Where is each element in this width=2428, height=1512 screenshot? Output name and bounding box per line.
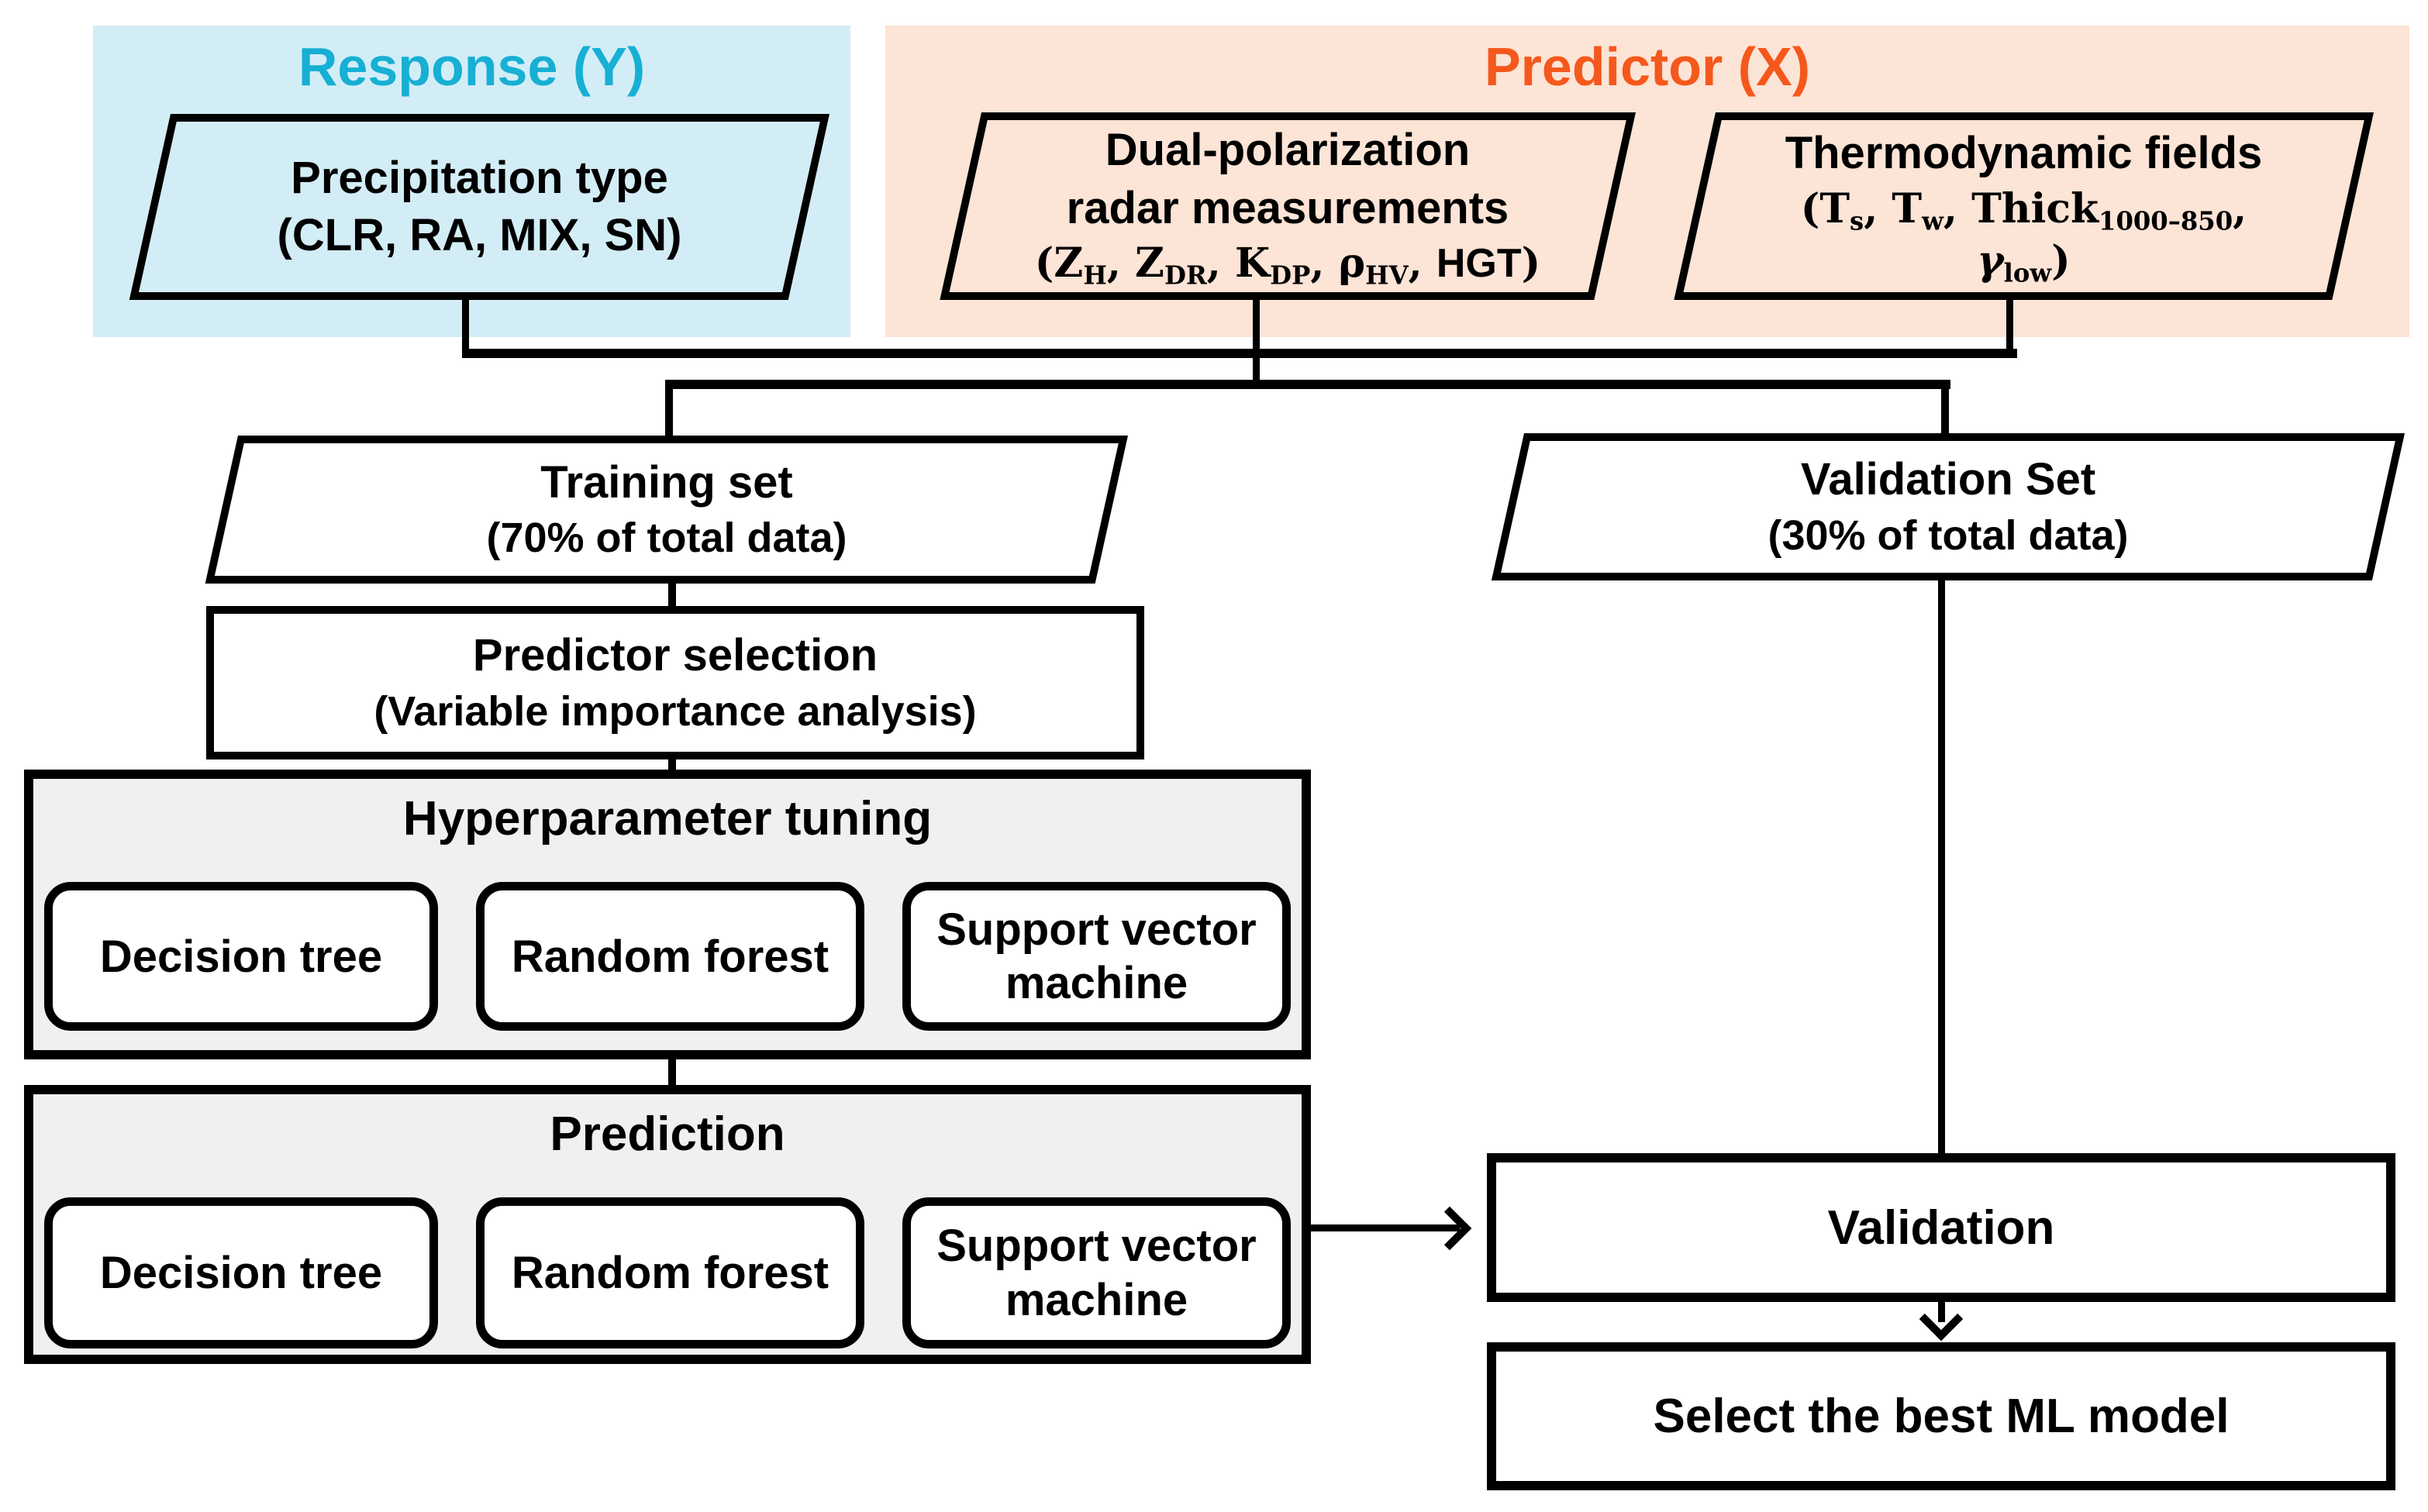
connector-bus-to-validation-set [1941, 387, 1949, 435]
predictor-selection-node: Predictor selection (Variable importance… [206, 606, 1144, 759]
thermo-variables-formula-line2: γlow) [1977, 237, 2071, 288]
hyperparameter-model-cards: Decision tree Random forest Support vect… [33, 882, 1302, 1032]
prediction-group: Prediction Decision tree Random forest S… [24, 1085, 1311, 1364]
connector-training-to-predictor-selection [668, 581, 676, 609]
hyperparameter-tuning-group: Hyperparameter tuning Decision tree Rand… [24, 770, 1311, 1059]
connector-bus-top [462, 349, 2017, 358]
model-card-support-vector-machine: Support vector machine [902, 882, 1291, 1032]
prediction-title: Prediction [550, 1107, 785, 1161]
model-card-decision-tree: Decision tree [44, 882, 438, 1032]
model-card-label: Random forest [511, 1248, 829, 1298]
model-card-random-forest: Random forest [476, 1197, 864, 1349]
precipitation-type-line1: Precipitation type [291, 152, 668, 203]
radar-line2: radar measurements [1066, 182, 1509, 233]
arrow-prediction-to-validation-shaft [1309, 1224, 1460, 1231]
connector-radar-drop [1253, 300, 1260, 387]
model-card-label: Decision tree [99, 1248, 383, 1298]
validation-set-line2: (30% of total data) [1768, 511, 2129, 559]
radar-variables-formula: (ZH, ZDR, KDP, ρHV, HGT) [1034, 239, 1541, 291]
radar-line1: Dual-polarization [1105, 125, 1471, 176]
validation-label: Validation [1827, 1200, 2055, 1255]
response-panel-title: Response (Y) [298, 36, 646, 97]
model-card-decision-tree: Decision tree [44, 1197, 438, 1349]
predictor-panel-background [885, 26, 2409, 337]
model-card-random-forest: Random forest [476, 882, 864, 1032]
response-panel-background [93, 26, 850, 337]
arrow-validation-to-select-shaft [1938, 1300, 1945, 1322]
connector-predictor-selection-to-hyperparameter [668, 758, 676, 772]
precipitation-type-node: Precipitation type (CLR, RA, MIX, SN) [129, 114, 829, 300]
model-card-label: Random forest [511, 931, 829, 982]
connector-precipitation-drop [462, 300, 469, 355]
predictor-selection-line1: Predictor selection [472, 630, 878, 681]
hyperparameter-tuning-title: Hyperparameter tuning [402, 792, 933, 846]
select-best-model-label: Select the best ML model [1653, 1390, 2230, 1443]
connector-validation-set-to-validation [1938, 578, 1945, 1156]
thermo-line1: Thermodynamic fields [1785, 128, 2263, 179]
validation-set-node: Validation Set (30% of total data) [1492, 433, 2405, 580]
radar-measurements-node: Dual-polarization radar measurements (ZH… [940, 112, 1636, 300]
precipitation-type-line2: (CLR, RA, MIX, SN) [277, 210, 682, 260]
training-set-line2: (70% of total data) [486, 515, 847, 562]
validation-set-line1: Validation Set [1800, 454, 2096, 505]
validation-node: Validation [1487, 1153, 2395, 1302]
connector-hyperparameter-to-prediction [668, 1058, 676, 1087]
connector-bus-to-training [665, 387, 673, 437]
connector-bus-bottom [665, 380, 1950, 389]
arrow-right-icon [1427, 1206, 1472, 1251]
thermo-variables-formula-line1: (Ts, Tw, Thick1000–850, [1800, 184, 2247, 236]
model-card-label: Support vector machine [936, 904, 1257, 1009]
prediction-model-cards: Decision tree Random forest Support vect… [33, 1197, 1302, 1349]
training-set-node: Training set (70% of total data) [205, 436, 1128, 584]
model-card-label: Decision tree [99, 931, 383, 982]
connector-thermo-drop [2006, 300, 2013, 355]
predictor-selection-line2: (Variable importance analysis) [374, 687, 977, 735]
arrow-down-icon [1919, 1297, 1964, 1342]
training-set-line1: Training set [540, 456, 793, 508]
model-card-support-vector-machine: Support vector machine [902, 1197, 1291, 1349]
thermodynamic-fields-node: Thermodynamic fields (Ts, Tw, Thick1000–… [1674, 112, 2374, 300]
model-card-label: Support vector machine [936, 1221, 1257, 1325]
select-best-model-node: Select the best ML model [1487, 1342, 2395, 1490]
predictor-panel-title: Predictor (X) [1484, 36, 1811, 97]
